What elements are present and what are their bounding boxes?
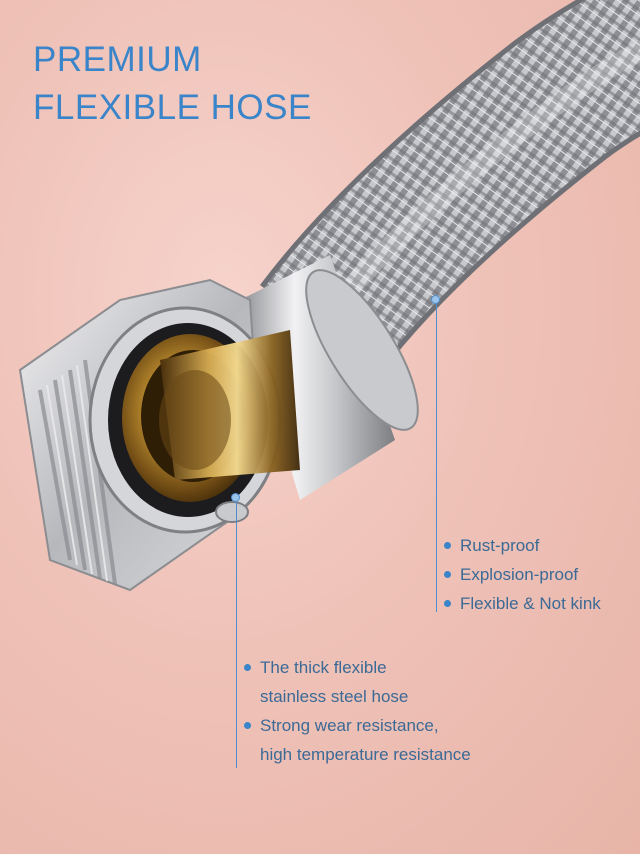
feature-label: Explosion-proof (460, 565, 579, 584)
callout-material: The thick flexible stainless steel hose … (244, 653, 471, 769)
leader-anchor-bottom (231, 493, 240, 502)
material-item: The thick flexible (244, 653, 471, 682)
material-item: Strong wear resistance, (244, 711, 471, 740)
bullet-dot-icon (444, 542, 451, 549)
braided-hose (264, 0, 640, 373)
material-label-line-2: stainless steel hose (260, 687, 409, 706)
feature-label: Rust-proof (460, 536, 540, 555)
leader-line-right (435, 300, 437, 612)
feature-item: Flexible & Not kink (444, 589, 601, 618)
product-title: PREMIUM FLEXIBLE HOSE (33, 36, 312, 132)
leader-line-bottom (235, 498, 237, 768)
bullet-dot-icon (244, 664, 251, 671)
bullet-dot-icon (244, 722, 251, 729)
material-label-line-1: Strong wear resistance, (260, 716, 439, 735)
title-line-2: FLEXIBLE HOSE (33, 88, 312, 127)
crimp-sleeve (240, 255, 419, 500)
bullet-dot-icon (444, 600, 451, 607)
material-label-line-1: The thick flexible (260, 658, 387, 677)
hose-highlight (332, 40, 640, 307)
material-label-line-2: high temperature resistance (260, 745, 471, 764)
leader-anchor-right (431, 295, 440, 304)
hose-cross-section (88, 306, 300, 534)
feature-item: Explosion-proof (444, 560, 601, 589)
feature-item: Rust-proof (444, 531, 601, 560)
title-line-1: PREMIUM (33, 40, 202, 79)
bullet-dot-icon (444, 571, 451, 578)
callout-features: Rust-proof Explosion-proof Flexible & No… (444, 531, 601, 618)
connector-ring (215, 501, 249, 523)
feature-label: Flexible & Not kink (460, 594, 601, 613)
